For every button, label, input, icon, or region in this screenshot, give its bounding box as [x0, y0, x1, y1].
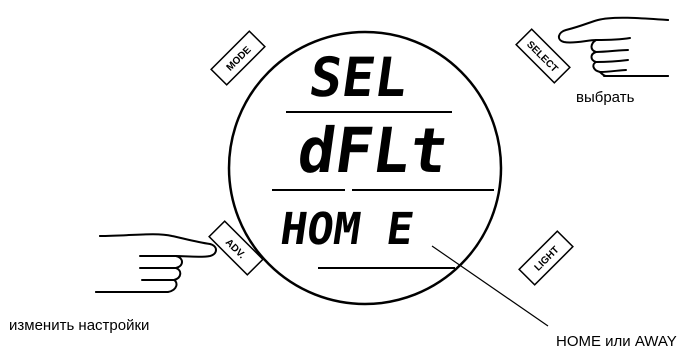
display-line-2: dFLt: [293, 114, 453, 187]
select-caption: выбрать: [576, 89, 635, 106]
display-line-1: SEL: [305, 46, 411, 109]
display-line-3: HOM E: [277, 204, 417, 255]
mode-button[interactable]: MODE: [211, 31, 265, 85]
hand-pointing-left-icon: [559, 18, 668, 76]
light-button[interactable]: LIGHT: [519, 231, 573, 285]
home-away-caption: HOME или AWAY: [556, 333, 677, 350]
hand-pointing-right-icon: [96, 234, 216, 292]
adv-caption: изменить настройки: [9, 317, 149, 334]
